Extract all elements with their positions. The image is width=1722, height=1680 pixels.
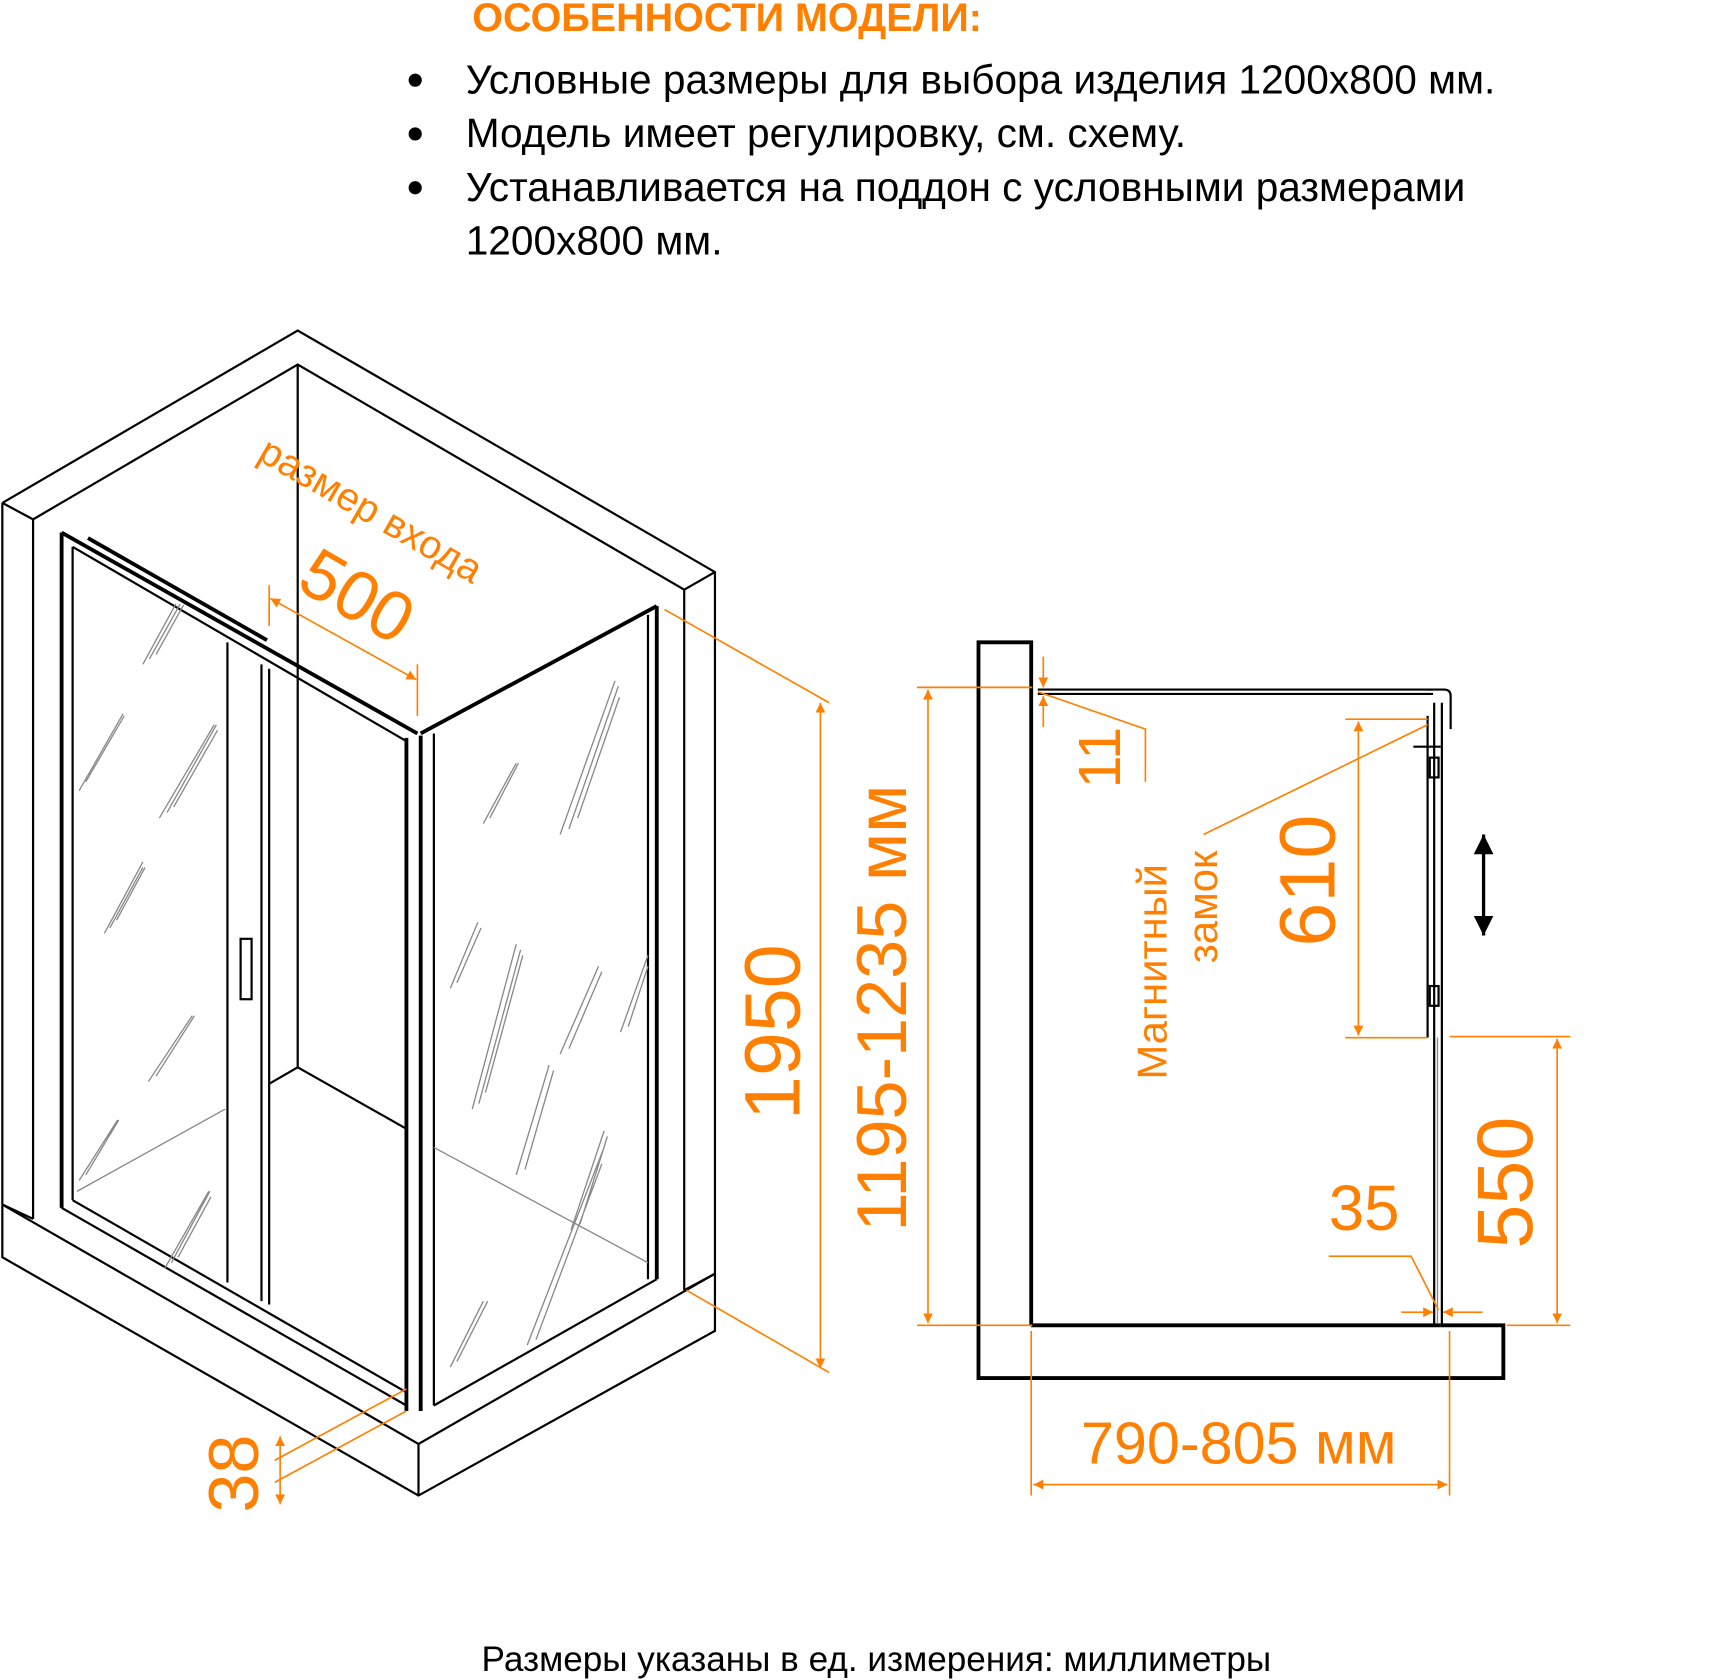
side-view: 1195-1235 мм 11 Магнитный замок 610 550 … bbox=[842, 640, 1571, 1496]
top-gap-value: 11 bbox=[1066, 727, 1133, 789]
feature-item-continued: 1200х800 мм. bbox=[466, 218, 723, 264]
bullet-icon bbox=[408, 73, 422, 87]
bullet-icon bbox=[408, 181, 422, 195]
feature-item: Модель имеет регулировку, см. схему. bbox=[466, 110, 1186, 156]
width-range-value: 1195-1235 мм bbox=[842, 785, 921, 1232]
door-height-value: 610 bbox=[1262, 815, 1351, 947]
bottom-gap-value: 35 bbox=[1329, 1173, 1400, 1244]
features-list: Условные размеры для выбора изделия 1200… bbox=[408, 56, 1496, 264]
bullet-icon bbox=[408, 127, 422, 141]
magnet-label-line1: Магнитный bbox=[1128, 864, 1175, 1079]
glass-hatching bbox=[78, 603, 649, 1368]
bottom-height-value: 550 bbox=[1460, 1117, 1549, 1249]
depth-range-value: 790-805 мм bbox=[1081, 1410, 1397, 1477]
magnet-label-line2: замок bbox=[1179, 850, 1226, 963]
units-footnote: Размеры указаны в ед. измерения: миллиме… bbox=[482, 1640, 1272, 1679]
feature-item: Устанавливается на поддон с условными ра… bbox=[466, 164, 1466, 210]
height-value: 1950 bbox=[728, 944, 817, 1120]
features-title: ОСОБЕННОСТИ МОДЕЛИ: bbox=[472, 0, 982, 40]
isometric-view: размер входа 500 1950 38 bbox=[1, 329, 830, 1513]
tray-offset-value: 38 bbox=[194, 1434, 273, 1512]
feature-item: Условные размеры для выбора изделия 1200… bbox=[466, 56, 1496, 102]
